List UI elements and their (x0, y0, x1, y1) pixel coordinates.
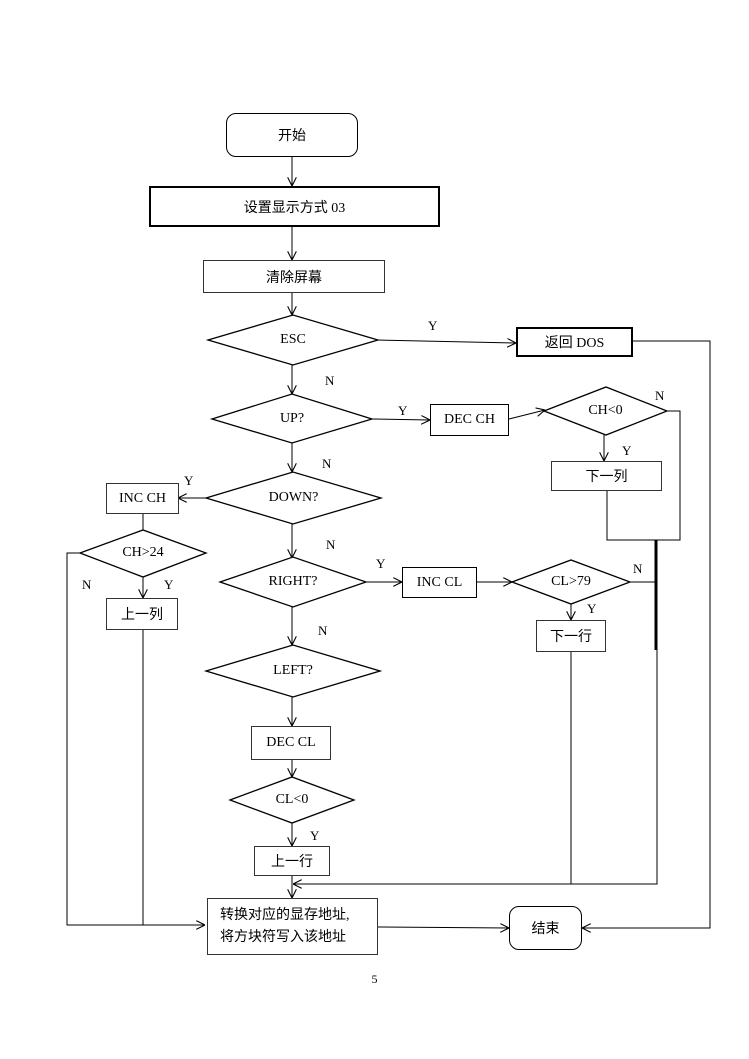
decision-right-shape (217, 556, 369, 608)
chlt0-no-label: N (655, 388, 665, 403)
esc-yes-label: Y (428, 318, 438, 333)
inc-ch-label: INC CH (118, 490, 167, 506)
chgt24-no-label: N (82, 577, 92, 592)
decision-clgt79-shape (510, 559, 632, 605)
decision-chlt0-shape (542, 386, 669, 436)
convert-label-line1: 转换对应的显存地址, (220, 907, 350, 923)
convert-label-line2: 将方块符写入该地址 (220, 929, 346, 945)
start-node: 开始 (226, 113, 358, 157)
edge-up-decch (371, 419, 430, 420)
return-dos-node: 返回 DOS (516, 327, 633, 357)
edge-chgt24-convert (66, 552, 205, 925)
convert-node: 转换对应的显存地址, 将方块符写入该地址 (207, 898, 378, 955)
edge-prevcol-convert (142, 630, 205, 926)
set-mode-label: 设置显示方式 03 (243, 200, 346, 216)
prev-row-label: 上一行 (271, 855, 313, 870)
chgt24-yes-label: Y (164, 577, 174, 592)
chlt0-yes-label: Y (622, 443, 632, 458)
cllt0-decision-label: CL<0 (275, 792, 309, 807)
clear-screen-label: 清除屏幕 (266, 270, 322, 286)
edge-esc-dos (377, 340, 516, 343)
set-mode-node: 设置显示方式 03 (149, 186, 440, 227)
left-decision-label: LEFT? (273, 663, 313, 678)
prev-col-node: 上一列 (106, 598, 178, 630)
inc-ch-node: INC CH (106, 483, 179, 514)
up-decision-label: UP? (279, 411, 305, 426)
decision-left-shape (203, 644, 383, 698)
clgt79-decision-label: CL>79 (551, 574, 591, 589)
decision-chgt24-shape (78, 529, 208, 578)
edge-dos-end (582, 340, 711, 928)
dec-ch-node: DEC CH (430, 404, 509, 436)
edge-nextrow-convert (293, 652, 572, 884)
decision-esc-shape (205, 314, 381, 366)
return-dos-label: 返回 DOS (544, 336, 605, 351)
prev-col-label: 上一列 (121, 608, 163, 623)
end-label: 结束 (531, 922, 560, 937)
up-no-label: N (322, 456, 332, 471)
start-label: 开始 (278, 129, 306, 144)
right-yes-label: Y (376, 556, 386, 571)
dec-cl-node: DEC CL (251, 726, 331, 760)
next-row-label: 下一行 (550, 630, 592, 645)
edge-nextcol-merge (606, 491, 655, 541)
right-decision-label: RIGHT? (268, 574, 318, 589)
clear-screen-node: 清除屏幕 (203, 260, 385, 293)
right-no-label: N (318, 623, 328, 638)
esc-no-label: N (325, 373, 335, 388)
page-number: 5 (371, 972, 378, 986)
down-decision-label: DOWN? (268, 490, 319, 505)
clgt79-yes-label: Y (587, 601, 597, 616)
chgt24-decision-label: CH>24 (122, 545, 164, 560)
decision-cllt0-shape (228, 776, 356, 824)
prev-row-node: 上一行 (254, 846, 330, 876)
down-yes-label: Y (184, 473, 194, 488)
inc-cl-node: INC CL (402, 567, 477, 598)
dec-cl-label: DEC CL (266, 735, 316, 750)
dec-ch-label: DEC CH (444, 412, 495, 427)
decision-down-shape (203, 471, 384, 525)
edge-decch-chlt0 (508, 410, 545, 420)
edge-convert-end (377, 927, 509, 928)
next-col-label: 下一列 (585, 470, 628, 485)
chlt0-decision-label: CH<0 (588, 403, 623, 418)
up-yes-label: Y (398, 403, 408, 418)
inc-cl-label: INC CL (416, 574, 463, 590)
down-no-label: N (326, 537, 336, 552)
decision-up-shape (209, 393, 375, 444)
clgt79-no-label: N (633, 561, 643, 576)
next-row-node: 下一行 (536, 620, 606, 652)
end-node: 结束 (509, 906, 582, 950)
esc-decision-label: ESC (280, 332, 306, 347)
cllt0-yes-label: Y (310, 828, 320, 843)
edge-chlt0-merge (655, 410, 681, 541)
next-col-node: 下一列 (551, 461, 662, 491)
edge-merge-convert (571, 650, 658, 885)
